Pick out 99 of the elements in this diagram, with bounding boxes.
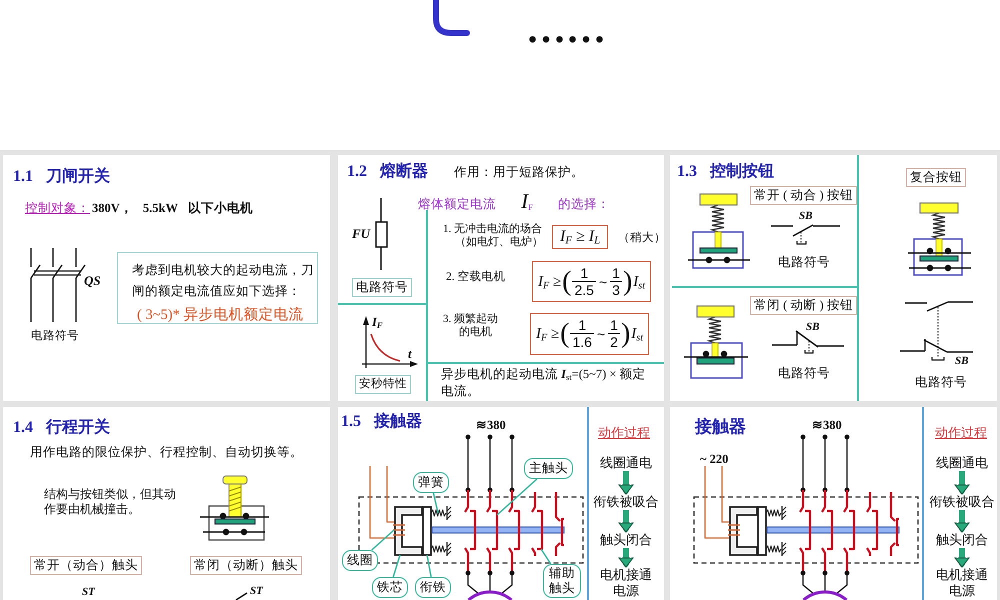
slide-panel [3, 407, 330, 600]
callout-bubble: 衔铁 [415, 577, 451, 598]
symbol-label: SB [806, 321, 820, 334]
spec-text: 380V， 5.5kW 以下小电机 [92, 200, 253, 216]
numerator: 1 [610, 264, 622, 282]
formula-term: I$_{st}$ [631, 325, 644, 343]
slide-panel [338, 407, 664, 600]
label-box: 常开（动合）触头 [30, 556, 142, 575]
symbol-label: FU [352, 226, 370, 241]
note-text: 结构与按钮类似，但其动作要由机械撞击。 [44, 487, 177, 517]
section-text: 熔体额定电流 I$_{F}$ 的选择： [418, 190, 610, 215]
step-text: 衔铁被吸合 [930, 494, 994, 510]
label-box: 安秒特性 [355, 375, 411, 394]
arrow [618, 471, 634, 494]
step-text: 线圈通电 [600, 455, 652, 471]
leader-line [371, 529, 394, 551]
numerator: 1 [608, 317, 620, 334]
list-item: 2. 空载电机 [446, 270, 506, 285]
numerator: 1 [570, 317, 594, 334]
description-text: 用作电路的限位保护、行程控制、自动切换等。 [30, 444, 303, 460]
panel-heading: 1.1 刀闸开关 [13, 167, 110, 187]
parenthesis: ( [560, 318, 570, 350]
callout-bubble: 辅助触头 [543, 564, 581, 598]
list-item: 1. 无冲击电流的场合（如电灯、电炉） [443, 223, 544, 249]
slide-panel [670, 407, 997, 600]
leader-line [496, 478, 538, 516]
caption-text: （稍大） [618, 231, 666, 246]
caption-text: 电路符号 [915, 374, 967, 390]
callout-bubble: 线圈 [342, 550, 378, 571]
axis-label: I$_{F}$ [372, 315, 383, 330]
formula-box [530, 313, 649, 355]
process-heading: 动作过程 [598, 425, 650, 441]
leader-line [432, 492, 439, 514]
slide-panel [670, 155, 997, 401]
leader-line [540, 548, 552, 564]
panel-heading: 1.3 控制按钮 [677, 162, 774, 182]
panel-heading: 接触器 [695, 417, 746, 437]
parenthesis: ) [622, 266, 632, 298]
step-text: 触头闭合 [936, 532, 988, 548]
arrow [954, 471, 970, 494]
axis-label: t [408, 347, 412, 362]
panel-heading: 1.5 接触器 [341, 412, 422, 432]
arrow [618, 548, 634, 568]
label-box: 常闭（动断）触头 [190, 556, 302, 575]
slide-panel [3, 155, 330, 401]
arrow [618, 510, 634, 532]
arrow [954, 510, 970, 532]
slide-panel [338, 155, 664, 401]
operator: ~ [596, 325, 606, 343]
label-box: 常闭 ( 动断 ) 按钮 [750, 296, 857, 315]
voltage-label: ≋380 [476, 418, 506, 433]
symbol-label: QS [84, 273, 101, 288]
note-text: 考虑到电机较大的起动电流，刀闸的额定电流值应如下选择： [132, 262, 315, 300]
process-heading: 动作过程 [935, 425, 987, 441]
denominator: 1.6 [571, 334, 593, 351]
label-box: 电路符号 [352, 278, 412, 297]
numerator: 1 [572, 264, 596, 282]
arrow [954, 548, 970, 568]
step-text: 线圈通电 [936, 455, 988, 471]
formula-box: I$_{F}$ ≥ I$_{L}$ [552, 225, 608, 249]
step-text: 电机接通电源 [597, 567, 655, 599]
caption-text: 电路符号 [31, 329, 79, 344]
voltage-label: ~ 220 [700, 452, 728, 467]
callout-bubble: 铁芯 [372, 577, 408, 598]
denominator: 2.5 [573, 282, 595, 298]
panel-heading: 1.2 熔断器 [347, 162, 428, 182]
label-box: 常开 ( 动合 ) 按钮 [750, 186, 857, 205]
leader-line [426, 554, 432, 578]
highlight-text: ( 3~5)* 异步电机额定电流 [137, 306, 304, 325]
step-text: 衔铁被吸合 [594, 494, 658, 510]
label-box: 复合按钮 [906, 168, 966, 187]
symbol-label: ST [82, 586, 95, 599]
step-text: 触头闭合 [600, 532, 652, 548]
caption-text: 电路符号 [778, 254, 830, 270]
parenthesis: ( [562, 266, 572, 298]
symbol-label: ST [250, 585, 263, 598]
formula-term: I$_{F}$ ≥ [538, 272, 562, 290]
step-text: 电机接通电源 [933, 567, 991, 599]
voltage-label: ≋380 [812, 418, 842, 433]
formula-box [532, 261, 651, 302]
leader-line [392, 554, 401, 578]
symbol-label: SB [799, 210, 812, 223]
caption-text: 电路符号 [778, 365, 830, 381]
callout-bubble: 弹簧 [413, 472, 449, 493]
formula-term: I$_{st}$ [633, 272, 646, 290]
field-label: 控制对象： [25, 200, 90, 216]
note-text: 异步电机的起动电流 I$_{st}$=(5~7) × 额定电流。 [441, 366, 647, 400]
description-text: 作用：用于短路保护。 [454, 164, 584, 180]
denominator: 2 [609, 334, 619, 351]
operator: ~ [598, 272, 608, 290]
callout-bubble: 主触头 [524, 458, 573, 479]
parenthesis: ) [620, 318, 630, 350]
ellipsis-text: …… [526, 9, 606, 49]
panel-heading: 1.4 行程开关 [13, 418, 110, 438]
symbol-label: SB [955, 355, 968, 368]
note-box [117, 252, 318, 324]
formula-term: I$_{F}$ ≥ [536, 325, 560, 343]
list-item: 3. 频繁起动的电机 [443, 313, 499, 339]
denominator: 3 [611, 282, 621, 298]
